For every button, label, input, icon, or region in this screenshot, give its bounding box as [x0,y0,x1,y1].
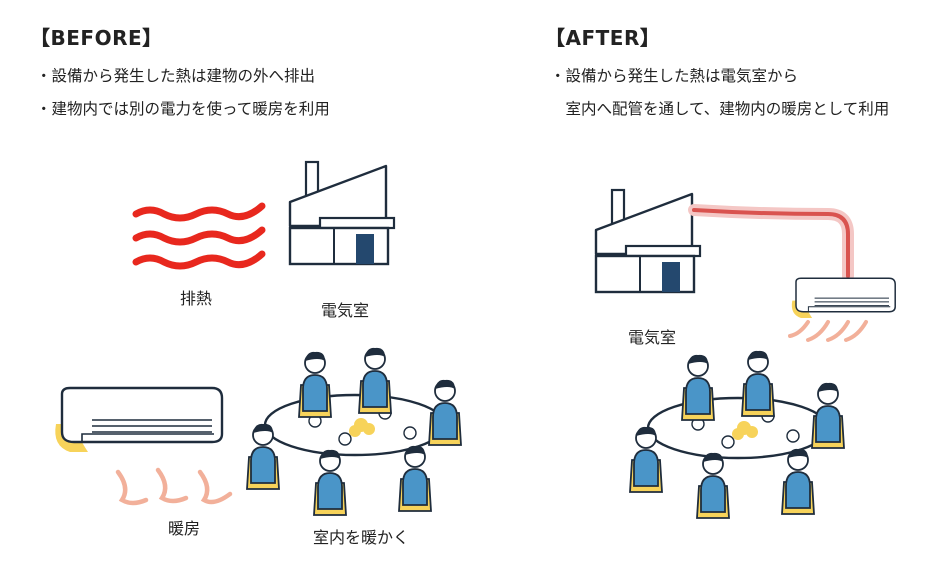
after-electrical-room-icon [594,188,702,294]
before-warm-air-icon [115,467,233,506]
before-electrical-room-icon [288,160,396,266]
exhaust-heat-waves-icon [132,202,266,270]
after-electrical-room-label: 電気室 [628,328,677,347]
before-dining-scene-icon [247,348,461,515]
before-aircon-icon [54,386,224,454]
after-bullet-1: ・設備から発生した熱は電気室から [550,67,799,85]
heating-label: 暖房 [168,519,201,538]
after-dining-scene-icon [630,351,844,518]
after-warm-air-icon [788,320,868,342]
before-bullet-1: ・設備から発生した熱は建物の外へ排出 [36,67,316,85]
before-bullet-2: ・建物内では別の電力を使って暖房を利用 [36,100,330,118]
heat-pipe-icon [688,204,854,282]
after-aircon-icon [791,277,896,319]
before-electrical-room-label: 電気室 [321,301,370,320]
exhaust-heat-label: 排熱 [180,289,213,308]
warm-indoors-label: 室内を暖かく [313,528,410,547]
before-heading: 【BEFORE】 [30,26,163,50]
after-heading: 【AFTER】 [545,26,661,50]
after-bullet-2: 室内へ配管を通して、建物内の暖房として利用 [550,100,890,118]
